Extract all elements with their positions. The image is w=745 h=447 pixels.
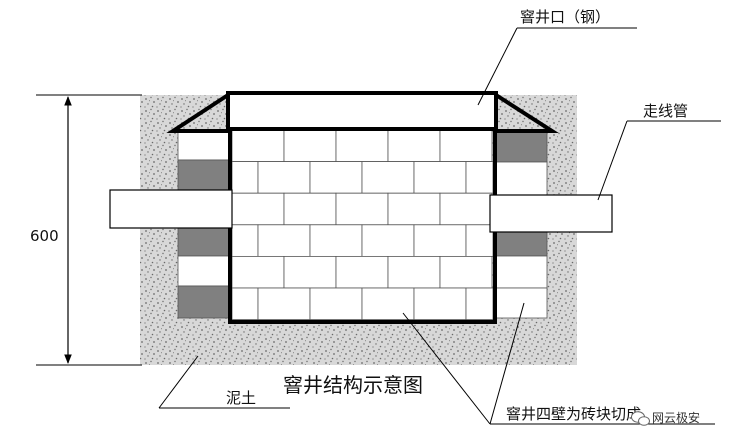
brick [231,224,259,257]
brick [335,129,389,163]
soil-label: 泥土 [226,389,256,407]
brick [231,161,259,194]
brick-wall [231,129,494,321]
brick [335,192,389,226]
side-brick [177,227,231,257]
brick [257,161,311,194]
brick [465,287,494,321]
brick [231,255,285,289]
brick [413,224,467,257]
well-mouth-left-flange [166,93,230,133]
brick [387,129,441,163]
brick [439,129,493,163]
watermark: 网云极安 [631,410,700,426]
side-brick [177,285,231,319]
side-brick [177,255,231,287]
walls-leader-2 [489,302,525,425]
brick [361,161,415,194]
brick [465,224,494,257]
brick [283,192,337,226]
brick [309,161,363,194]
brick [309,224,363,257]
conduit-right [489,194,613,233]
brick [387,192,441,226]
brick [335,255,389,289]
well-mouth-frame [226,91,498,131]
brick [361,287,415,321]
conduit-leader [597,120,628,201]
conduit-label: 走线管 [643,102,688,120]
side-brick [495,231,548,257]
brick [257,287,311,321]
diagram-title: 窨井结构示意图 [283,373,423,397]
walls-leader-1 [402,312,491,425]
brick [231,287,259,321]
well-mouth-right-flange [494,93,559,133]
brick [309,287,363,321]
side-brick [177,130,231,161]
brick [257,224,311,257]
side-brick [495,161,548,196]
brick [413,161,467,194]
brick [413,287,467,321]
side-brick [495,130,548,163]
conduit-left [109,189,233,229]
brick [439,192,493,226]
brick [361,224,415,257]
brick [439,255,493,289]
brick [283,255,337,289]
well-mouth-leader [477,27,518,106]
height-dimension-label: 600 [30,227,59,245]
brick [283,129,337,163]
right-brick-column [495,130,548,319]
watermark-text: 网云极安 [652,410,700,425]
soil-leader [158,355,199,409]
wechat-icon [631,411,650,426]
walls-label: 窨井四壁为砖块切成 [506,405,641,423]
brick [387,255,441,289]
brick [231,129,285,163]
brick [465,161,494,194]
side-brick [495,255,548,289]
well-mouth-label: 窨井口（钢） [520,8,610,26]
side-brick [177,159,231,191]
brick [231,192,285,226]
left-brick-column [177,130,231,319]
